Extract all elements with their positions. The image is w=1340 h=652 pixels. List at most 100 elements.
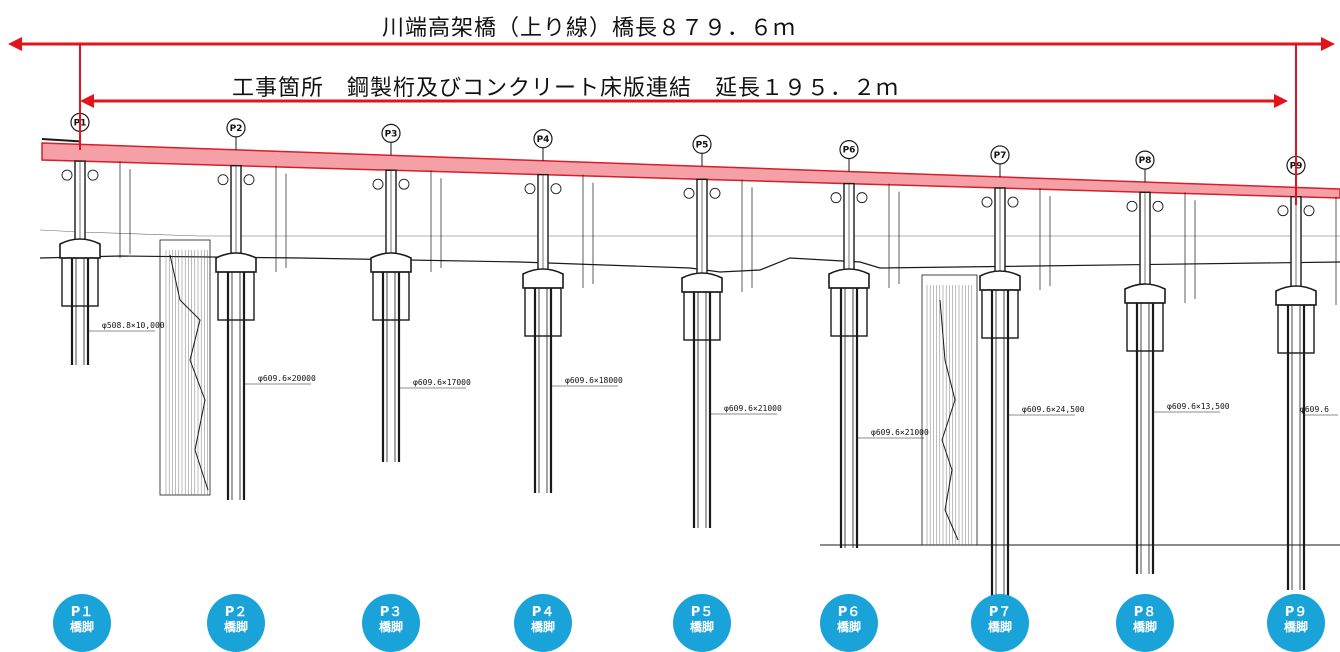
movable-bearing-mark xyxy=(1007,196,1019,208)
caisson-body xyxy=(981,289,1019,339)
pier-footing xyxy=(59,238,101,259)
pile-note: φ609.6×21000 xyxy=(724,404,782,413)
pile-note: φ609.6 xyxy=(1300,405,1329,414)
reference-line xyxy=(39,229,1340,237)
movable-bearing-mark xyxy=(398,178,410,190)
fixed-bearing-mark xyxy=(372,178,384,190)
fixed-bearing-mark xyxy=(524,183,536,195)
pier-drawing: P1φ508.8×10,000 xyxy=(59,112,165,365)
bridge-length-title: 川端高架橋（上り線）橋長８７９．６ｍ xyxy=(382,16,797,41)
pier-badge-label: 橋脚 xyxy=(378,620,403,634)
pier-mark-label: P4 xyxy=(537,135,550,145)
pier-badge-id: P２ xyxy=(224,605,248,620)
pier-badge-id: P８ xyxy=(1133,605,1157,620)
pier-footing xyxy=(1124,283,1166,304)
caisson-body xyxy=(372,271,410,321)
pier-footing xyxy=(1275,285,1317,306)
pile-note: φ609.6×20000 xyxy=(258,374,316,383)
pier-drawing: P2 φ609.6×20000 xyxy=(215,118,316,500)
pier-drawing: P3 φ609.6×17000 xyxy=(370,123,471,462)
fixed-bearing-mark xyxy=(61,169,73,181)
boring-log-1-curve xyxy=(169,254,209,491)
dimension-layer xyxy=(8,37,1335,205)
caisson-body xyxy=(830,287,868,337)
pile-note: φ609.6×17000 xyxy=(413,378,471,387)
pier-badge-label: 橋脚 xyxy=(987,620,1012,634)
movable-bearing-mark xyxy=(87,169,99,181)
pier-drawing: P7 φ609.6×24,500 xyxy=(979,145,1085,600)
girder-deck-band xyxy=(41,142,1340,199)
movable-bearing-mark xyxy=(709,187,721,199)
pier-badge-label: 橋脚 xyxy=(69,620,94,634)
movable-bearing-mark xyxy=(1152,200,1164,212)
fixed-bearing-mark xyxy=(217,174,229,186)
pile-note: φ609.6×21000 xyxy=(871,428,929,437)
pier-footing xyxy=(370,252,412,273)
pier-mark-label: P5 xyxy=(696,140,709,150)
pier-footing xyxy=(681,272,723,293)
caisson-body xyxy=(683,291,721,341)
pier-drawing: P5 φ609.6×21000 xyxy=(681,134,782,528)
pier-footing xyxy=(979,270,1021,291)
pier-mark-label: P2 xyxy=(230,124,243,134)
pile-note: φ609.6×24,500 xyxy=(1022,405,1085,414)
ground-layer xyxy=(39,229,1340,546)
fixed-bearing-mark xyxy=(683,187,695,199)
pier-mark-label: P3 xyxy=(385,129,398,139)
pile-note: φ609.6×18000 xyxy=(565,376,623,385)
pier-badge-label: 橋脚 xyxy=(223,620,248,634)
pier-footing xyxy=(215,252,257,273)
pier-layer: P1φ508.8×10,000 P2 φ609.6×20000 P3 φ609.6×17… xyxy=(59,112,1338,600)
pier-badge-label: 橋脚 xyxy=(1283,620,1308,634)
approach-deck-line xyxy=(41,138,81,143)
pier-badge-id: P６ xyxy=(837,605,861,620)
pier-drawing: P4 φ609.6×18000 xyxy=(522,129,623,493)
pier-badge-id: P１ xyxy=(70,605,94,620)
caisson-body xyxy=(1126,302,1164,352)
pile-note: φ508.8×10,000 xyxy=(102,321,165,330)
pier-badge-id: P９ xyxy=(1284,605,1308,620)
dimension-arrowhead-left xyxy=(8,37,22,51)
pier-footing xyxy=(522,268,564,289)
fixed-bearing-mark xyxy=(981,196,993,208)
pier-mark-label: P8 xyxy=(1139,156,1152,166)
movable-bearing-mark xyxy=(243,174,255,186)
fixed-bearing-mark xyxy=(1126,200,1138,212)
movable-bearing-mark xyxy=(856,192,868,204)
caisson-body xyxy=(524,287,562,337)
work-section-title: 工事箇所 鋼製桁及びコンクリート床版連結 延長１９５．２ｍ xyxy=(232,76,900,101)
bridge-length-arrow xyxy=(8,37,1335,51)
caisson-body xyxy=(1277,304,1315,354)
pier-badge-label: 橋脚 xyxy=(689,620,714,634)
pier-badge-id: P５ xyxy=(690,605,714,620)
pier-drawing: P9φ609.6 xyxy=(1275,155,1338,590)
dimension-arrowhead-right xyxy=(1321,37,1335,51)
pier-badge-id: P４ xyxy=(531,605,555,620)
fixed-bearing-mark xyxy=(830,192,842,204)
pier-footing xyxy=(828,268,870,289)
pier-mark-label: P7 xyxy=(994,151,1007,161)
pier-badge-label: 橋脚 xyxy=(1132,620,1157,634)
caisson-body xyxy=(217,271,255,321)
pier-badge-id: P７ xyxy=(988,605,1012,620)
pier-mark-circle xyxy=(226,118,246,138)
movable-bearing-mark xyxy=(1303,205,1315,217)
pier-badge-label: 橋脚 xyxy=(836,620,861,634)
dimension-arrowhead-right xyxy=(1274,94,1288,108)
pier-badge-id: P３ xyxy=(379,605,403,620)
caisson-body xyxy=(61,257,99,307)
pile-note: φ609.6×13,500 xyxy=(1167,402,1230,411)
deck-layer xyxy=(41,138,1340,199)
